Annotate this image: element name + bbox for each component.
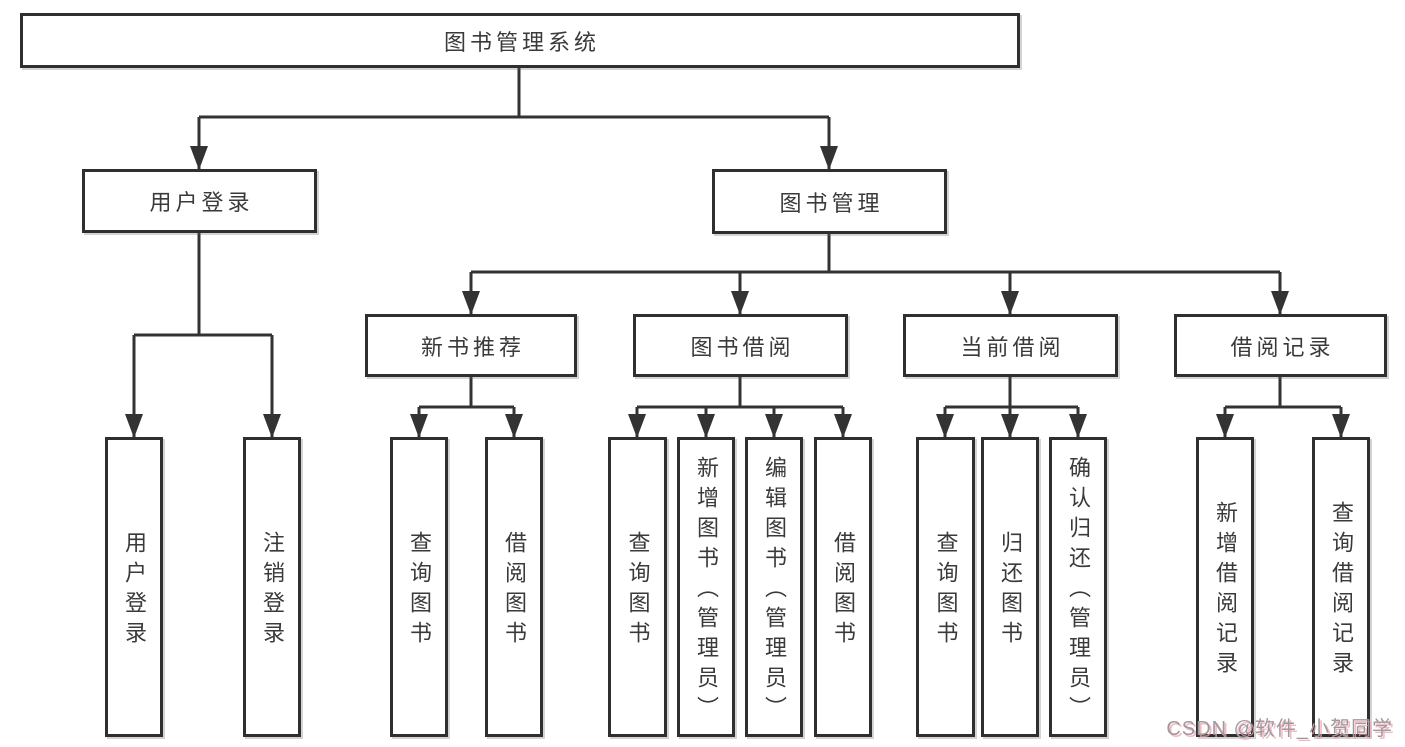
leaf-edit-book-admin: 编辑图书（管理员） bbox=[745, 437, 803, 737]
watermark: CSDN @软件_小贺同学 bbox=[1166, 718, 1393, 740]
leaf-query-books: 查询图书 bbox=[916, 437, 975, 737]
node-label: 查询借阅记录 bbox=[1329, 501, 1354, 681]
node-book-management: 图书管理 bbox=[712, 169, 947, 234]
node-label: 查询图书 bbox=[407, 531, 432, 651]
node-label: 新增借阅记录 bbox=[1213, 501, 1238, 681]
leaf-add-borrow-record: 新增借阅记录 bbox=[1196, 437, 1254, 737]
node-label: 借阅记录 bbox=[1230, 334, 1335, 360]
node-current-borrow: 当前借阅 bbox=[903, 314, 1118, 377]
node-library-system: 图书管理系统 bbox=[20, 13, 1020, 68]
node-label: 图书管理 bbox=[779, 190, 884, 216]
leaf-user-login: 用户登录 bbox=[105, 437, 163, 737]
node-label: 新增图书（管理员） bbox=[694, 456, 719, 726]
node-new-book-recommend: 新书推荐 bbox=[365, 314, 577, 377]
node-label: 注销登录 bbox=[260, 531, 285, 651]
node-label: 借阅图书 bbox=[831, 531, 856, 651]
node-label: 查询图书 bbox=[933, 531, 959, 651]
node-label: 图书借阅 bbox=[690, 334, 795, 360]
leaf-add-book-admin: 新增图书（管理员） bbox=[677, 437, 735, 737]
node-label: 查询图书 bbox=[625, 531, 651, 651]
leaf-confirm-return-admin: 确认归还（管理员） bbox=[1049, 437, 1107, 737]
node-label: 用户登录 bbox=[122, 531, 147, 651]
node-user-login: 用户登录 bbox=[82, 169, 317, 233]
leaf-borrow-books: 借阅图书 bbox=[485, 437, 543, 737]
node-book-borrow: 图书借阅 bbox=[633, 314, 848, 377]
leaf-query-books: 查询图书 bbox=[608, 437, 667, 737]
node-label: 新书推荐 bbox=[420, 334, 525, 360]
leaf-query-books: 查询图书 bbox=[390, 437, 448, 737]
node-label: 图书管理系统 bbox=[443, 29, 600, 55]
leaf-query-borrow-record: 查询借阅记录 bbox=[1312, 437, 1370, 737]
node-label: 确认归还（管理员） bbox=[1066, 456, 1091, 726]
node-label: 编辑图书（管理员） bbox=[762, 456, 787, 726]
node-label: 借阅图书 bbox=[502, 531, 527, 651]
leaf-return-books: 归还图书 bbox=[981, 437, 1039, 737]
node-label: 归还图书 bbox=[998, 531, 1023, 651]
node-label: 用户登录 bbox=[149, 190, 254, 215]
leaf-borrow-books: 借阅图书 bbox=[814, 437, 872, 737]
node-label: 当前借阅 bbox=[960, 334, 1065, 360]
leaf-logout: 注销登录 bbox=[243, 437, 301, 737]
node-borrow-records: 借阅记录 bbox=[1174, 314, 1387, 377]
